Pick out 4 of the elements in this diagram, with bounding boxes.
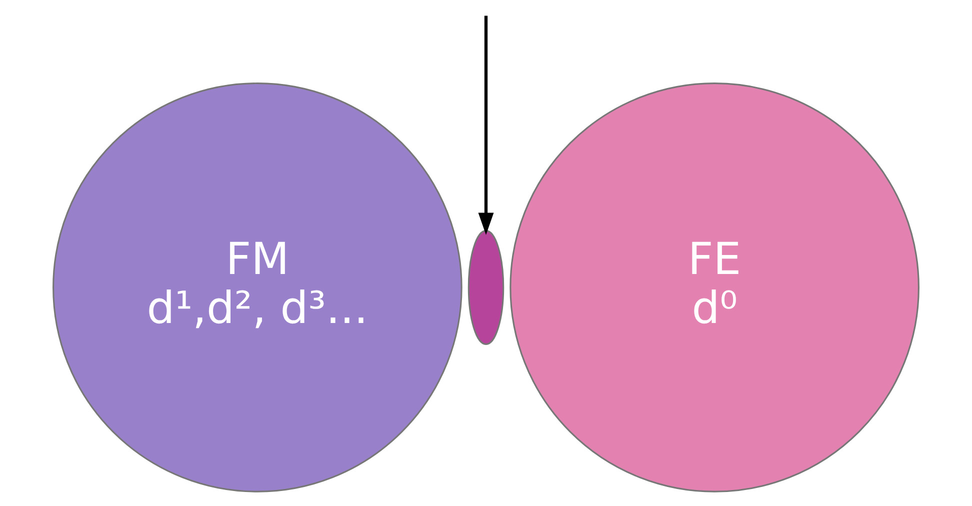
node-lens: [468, 230, 504, 345]
arrow: [478, 16, 494, 235]
node-circle: FM d¹,d², d³...: [52, 82, 462, 492]
node-circle: FE d⁰: [510, 82, 920, 492]
